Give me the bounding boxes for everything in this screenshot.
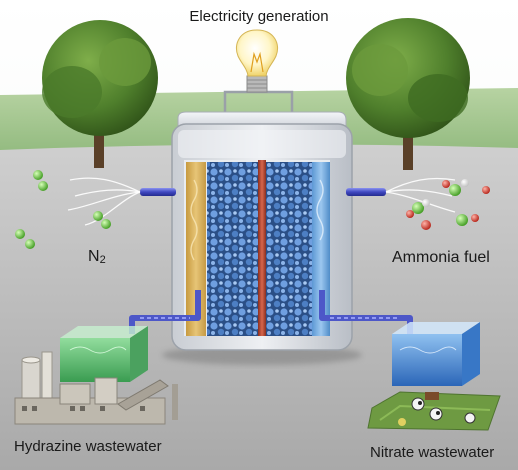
cathode-electrode [266, 162, 312, 336]
ammonia-gas-stream [385, 177, 456, 213]
cathode-plate [312, 162, 330, 336]
farm-icon [367, 391, 501, 431]
membrane [258, 160, 266, 336]
n2-outlet-pipe [140, 188, 176, 196]
light-bulb-icon [223, 29, 294, 122]
anode-electrode [207, 162, 258, 336]
ammonia-outlet-pipe [346, 188, 386, 196]
fuel-cell [171, 111, 353, 351]
n2-gas-stream [67, 177, 141, 226]
n2-label-subscript: 2 [99, 254, 106, 266]
tree-icon [42, 20, 158, 168]
n2-label-main: N [88, 248, 100, 265]
factory-icon [14, 351, 178, 425]
hydrazine-label: Hydrazine wastewater [14, 438, 162, 455]
hydrazine-tank [60, 326, 148, 382]
diagram-title: Electricity generation [189, 8, 329, 25]
ammonia-label: Ammonia fuel [392, 249, 490, 266]
nitrate-label: Nitrate wastewater [370, 444, 495, 461]
ammonia-molecule-icon [406, 179, 490, 230]
n2-label: N2 [88, 248, 106, 266]
n2-molecule-icon [15, 170, 111, 249]
tree-icon [346, 18, 470, 170]
nitrate-tank [392, 322, 480, 386]
